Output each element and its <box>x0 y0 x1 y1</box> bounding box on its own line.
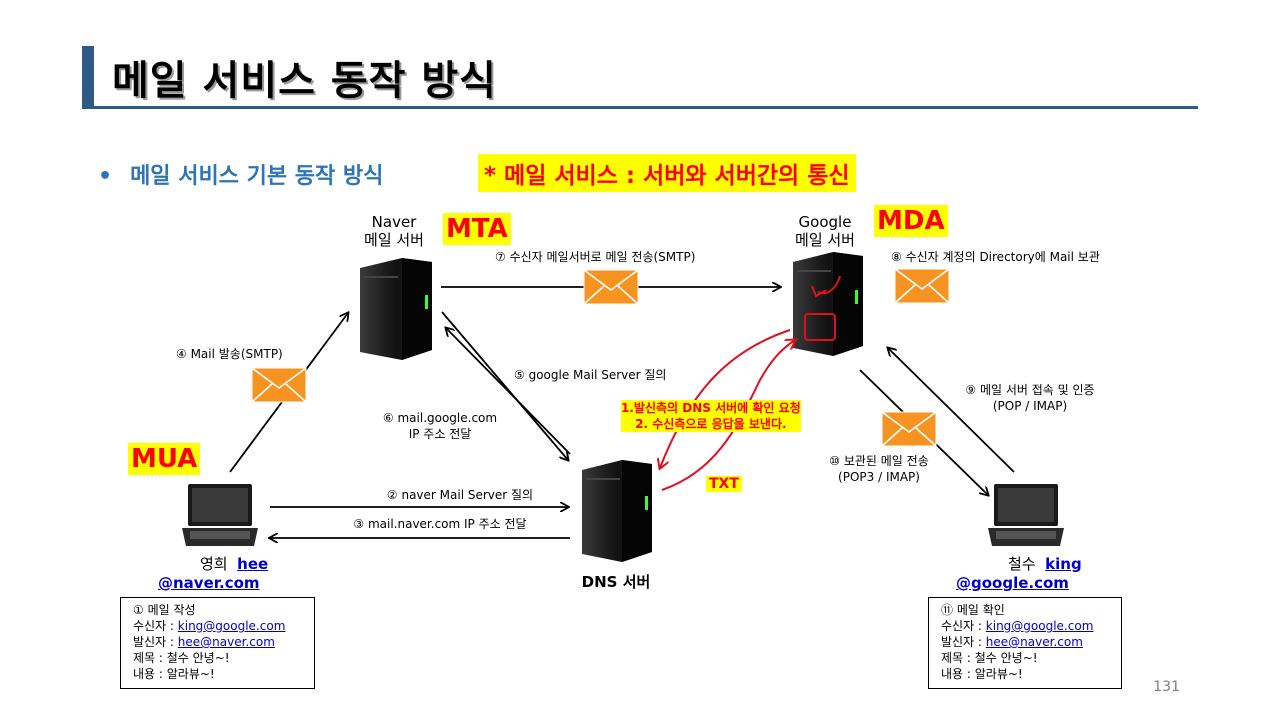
mda-tag: MDA <box>874 205 948 237</box>
cheolsu-email-link-1[interactable]: king <box>1045 555 1082 573</box>
check-to-email-link[interactable]: king@google.com <box>985 619 1094 633</box>
mta-tag: MTA <box>443 213 511 245</box>
step-10-label: ⑩ 보관된 메일 전송 (POP3 / IMAP) <box>810 453 948 485</box>
compose-mail-box: ① 메일 작성 수신자 : king@google.com 발신자 : hee@… <box>120 597 315 689</box>
title-accent-bar <box>82 46 94 108</box>
step-10-line-1: ⑩ 보관된 메일 전송 <box>829 454 929 468</box>
naver-server-name: Naver <box>371 213 417 231</box>
yeonghee-name: 영희 <box>200 555 228 573</box>
step-9-line-2: (POP / IMAP) <box>992 399 1068 413</box>
envelope-icon <box>894 268 950 304</box>
step-5-label: ⑤ google Mail Server 질의 <box>514 368 667 382</box>
cheolsu-label: 철수 king <box>1008 555 1082 573</box>
dns-server-label: DNS 서버 <box>581 573 651 591</box>
dns-server-icon <box>582 460 652 562</box>
check-box-body: 내용 : 알라뷰~! <box>941 667 1023 681</box>
google-server-label: Google 메일 서버 <box>782 213 868 249</box>
step-10-line-2: (POP3 / IMAP) <box>838 470 920 484</box>
check-box-from: 발신자 : hee@naver.com <box>941 634 1109 650</box>
dns-note-line-2: 2. 수신측으로 응답을 보낸다. <box>635 417 787 431</box>
cheolsu-email-link-2: @google.com <box>956 574 1069 592</box>
google-server-sub: 메일 서버 <box>795 231 855 249</box>
check-from-label: 발신자 : <box>941 635 986 649</box>
step-9-label: ⑨ 메일 서버 접속 및 인증 (POP / IMAP) <box>950 382 1110 414</box>
naver-server-icon <box>360 258 432 360</box>
txt-tag: TXT <box>706 476 742 492</box>
bullet-text: 메일 서비스 기본 동작 방식 <box>130 164 384 189</box>
highlight-note: * 메일 서비스 : 서버와 서버간의 통신 <box>478 154 856 192</box>
arrow-server-auth <box>888 348 1015 473</box>
title-underline <box>82 106 1198 109</box>
cheolsu-email-domain[interactable]: @google.com <box>956 574 1069 592</box>
arrow-google-query <box>441 311 568 460</box>
step-9-line-1: ⑨ 메일 서버 접속 및 인증 <box>965 383 1095 397</box>
compose-to-label: 수신자 : <box>133 619 178 633</box>
check-mail-box: ⑪ 메일 확인 수신자 : king@google.com 발신자 : hee@… <box>928 597 1122 689</box>
bullet-item: • 메일 서비스 기본 동작 방식 <box>98 158 383 190</box>
envelope-icon <box>881 411 937 447</box>
yeonghee-email-link-1[interactable]: hee <box>237 555 269 573</box>
bullet-dot: • <box>98 164 113 189</box>
step-2-label: ② naver Mail Server 질의 <box>386 488 534 502</box>
step-8-label: ⑧ 수신자 계정의 Directory에 Mail 보관 <box>891 250 1100 264</box>
page-number: 131 <box>1153 679 1180 695</box>
envelope-icon <box>251 367 307 403</box>
yeonghee-laptop-icon <box>182 484 258 546</box>
mua-tag: MUA <box>128 443 201 475</box>
compose-from-label: 발신자 : <box>133 635 178 649</box>
compose-box-title: ① 메일 작성 <box>133 603 196 617</box>
compose-box-from: 발신자 : hee@naver.com <box>133 634 302 650</box>
step-6-line-1: ⑥ mail.google.com <box>382 411 498 425</box>
compose-from-email-link[interactable]: hee@naver.com <box>177 635 275 649</box>
step-4-label: ④ Mail 발송(SMTP) <box>176 347 283 361</box>
dns-note: 1.발신측의 DNS 서버에 확인 요청 2. 수신측으로 응답을 보낸다. <box>621 400 801 432</box>
page-title: 메일 서비스 동작 방식 <box>112 58 497 104</box>
yeonghee-label: 영희 hee <box>200 555 268 573</box>
compose-box-to: 수신자 : king@google.com <box>133 618 302 634</box>
check-box-title: ⑪ 메일 확인 <box>941 603 1005 617</box>
google-server-name: Google <box>798 213 852 231</box>
red-mailbox-mark <box>804 313 836 341</box>
google-server-icon <box>793 252 863 356</box>
check-to-label: 수신자 : <box>941 619 986 633</box>
dns-note-line-1: 1.발신측의 DNS 서버에 확인 요청 <box>621 401 801 415</box>
check-box-subject: 제목 : 철수 안녕~! <box>941 651 1038 665</box>
yeonghee-email-domain[interactable]: @naver.com <box>158 574 260 592</box>
check-box-to: 수신자 : king@google.com <box>941 618 1109 634</box>
envelope-icon <box>583 269 639 305</box>
check-from-email-link[interactable]: hee@naver.com <box>985 635 1083 649</box>
red-store-arrow <box>811 275 841 298</box>
compose-box-subject: 제목 : 철수 안녕~! <box>133 651 230 665</box>
yeonghee-email-link-2: @naver.com <box>158 574 260 592</box>
step-7-label: ⑦ 수신자 메일서버로 메일 전송(SMTP) <box>495 250 696 264</box>
compose-box-body: 내용 : 알라뷰~! <box>133 667 215 681</box>
red-arrow-dns-request <box>660 329 791 468</box>
arrow-google-ip-reply <box>446 328 571 455</box>
step-6-label: ⑥ mail.google.com IP 주소 전달 <box>375 410 505 442</box>
cheolsu-name: 철수 <box>1008 555 1036 573</box>
step-3-label: ③ mail.naver.com IP 주소 전달 <box>353 517 527 531</box>
naver-server-label: Naver 메일 서버 <box>352 213 436 249</box>
red-arrow-txt-response <box>661 340 795 491</box>
step-6-line-2: IP 주소 전달 <box>408 427 472 441</box>
naver-server-sub: 메일 서버 <box>364 231 424 249</box>
compose-to-email-link[interactable]: king@google.com <box>177 619 286 633</box>
cheolsu-laptop-icon <box>988 484 1064 546</box>
